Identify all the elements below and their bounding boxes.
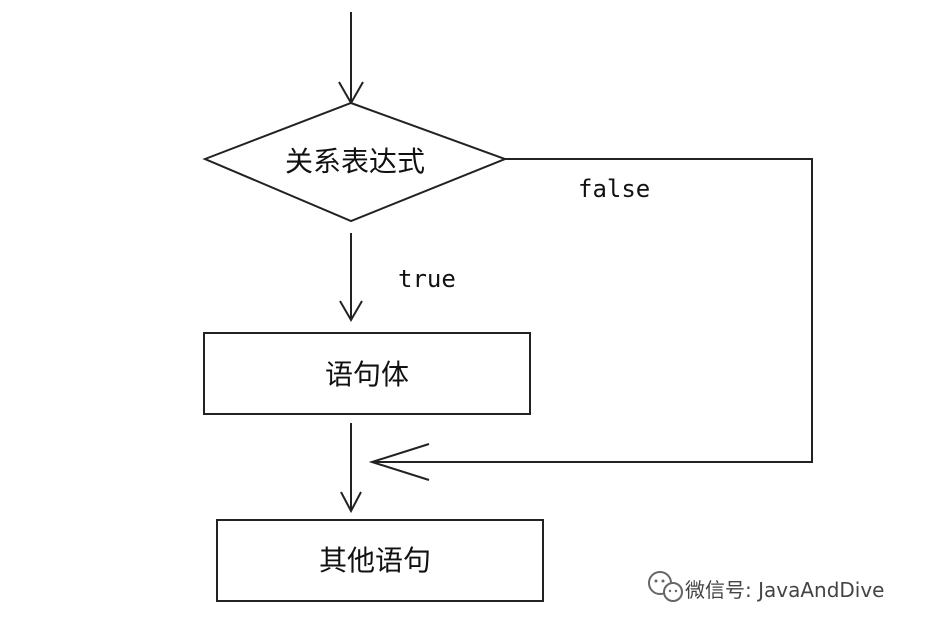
true-branch-arrow: [339, 233, 363, 322]
next-node: 其他语句: [216, 519, 544, 602]
watermark-text: 微信号: JavaAndDive: [685, 578, 885, 602]
body-to-next-arrow: [340, 423, 362, 514]
false-label: false: [578, 175, 650, 203]
decision-node: 关系表达式: [202, 101, 508, 223]
true-label: true: [398, 265, 456, 293]
next-label: 其他语句: [319, 544, 431, 577]
body-node: 语句体: [203, 332, 531, 415]
wechat-icon: [648, 571, 683, 602]
watermark: 微信号: JavaAndDive: [648, 571, 885, 602]
decision-label: 关系表达式: [285, 145, 425, 178]
false-branch-path: [368, 158, 813, 481]
entry-arrow: [338, 12, 364, 106]
body-label: 语句体: [325, 358, 409, 391]
